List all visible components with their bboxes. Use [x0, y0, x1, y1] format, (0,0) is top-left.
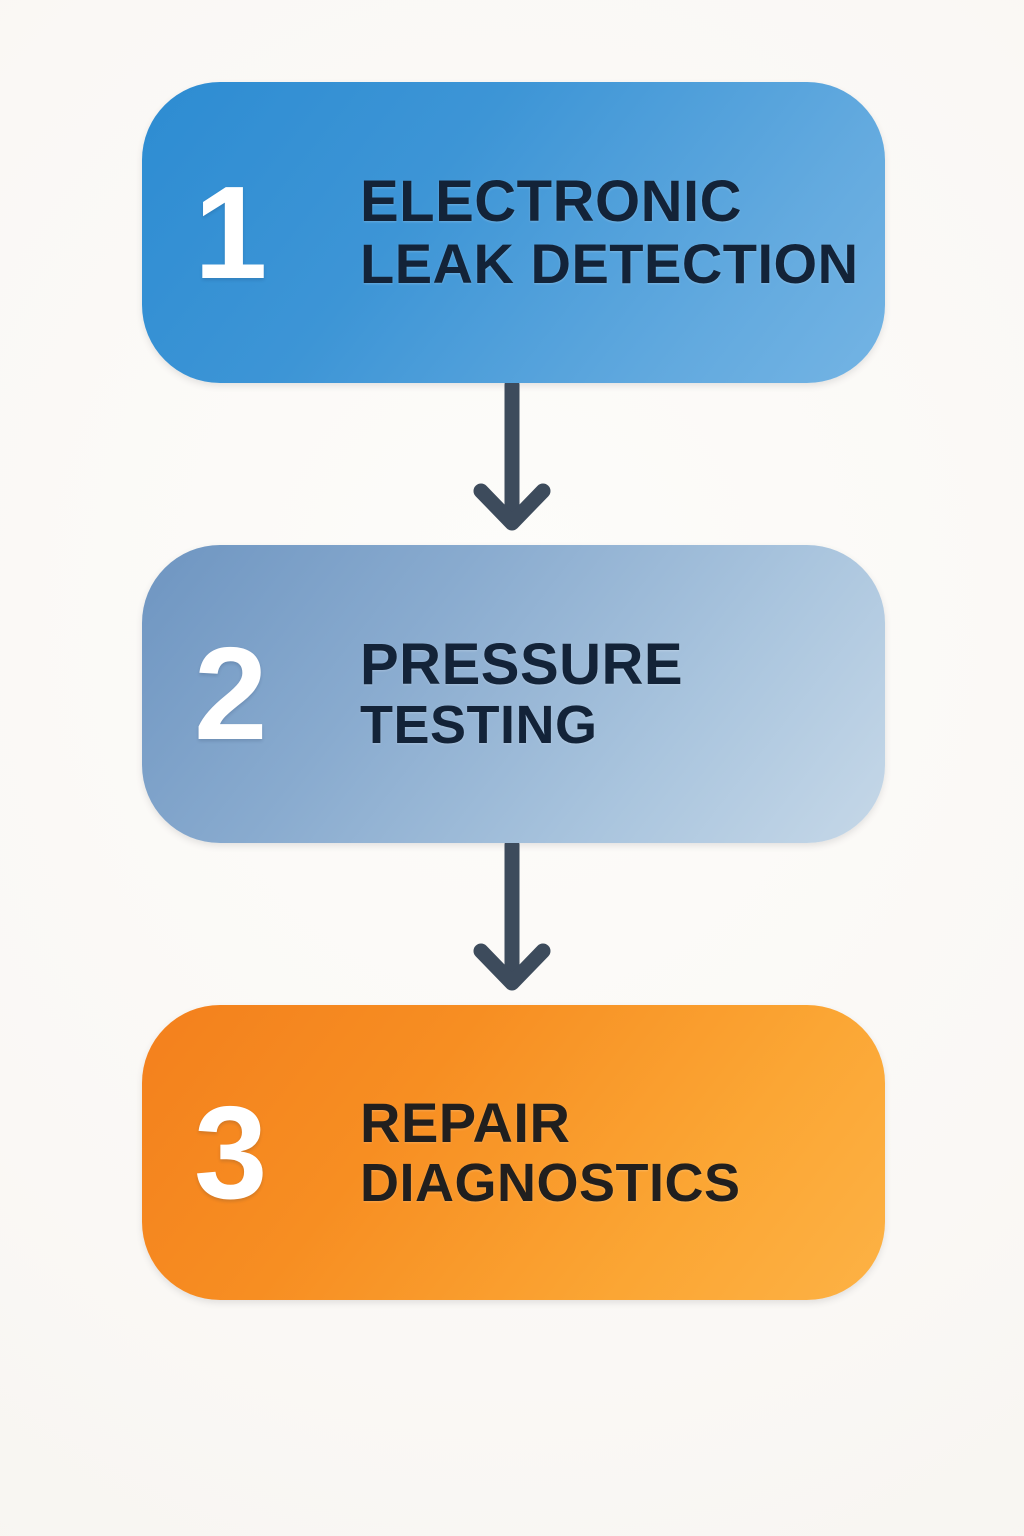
step-number-1: 1 — [194, 158, 267, 306]
step-card-1[interactable]: 1 ELECTRONIC LEAK DETECTION — [142, 82, 885, 383]
step-subtitle-line-2: TESTING — [360, 695, 598, 756]
step-label-1: ELECTRONIC LEAK DETECTION — [360, 168, 885, 295]
step-card-3[interactable]: 3 REPAIR DIAGNOSTICS — [142, 1005, 885, 1300]
arrow-down-icon-2 — [462, 843, 562, 1005]
step-number-3: 3 — [194, 1078, 267, 1226]
step-label-2: PRESSURE TESTING — [360, 631, 885, 756]
step-title-line-2: PRESSURE — [360, 631, 684, 697]
step-label-3: REPAIR DIAGNOSTICS — [360, 1091, 885, 1213]
step-title-line-1: ELECTRONIC — [360, 168, 742, 234]
step-subtitle-line-3: DIAGNOSTICS — [360, 1152, 741, 1213]
step-card-2[interactable]: 2 PRESSURE TESTING — [142, 545, 885, 843]
step-number-2: 2 — [194, 620, 267, 767]
arrow-down-icon-1 — [462, 383, 562, 545]
step-subtitle-line-1: LEAK DETECTION — [360, 231, 859, 295]
step-title-line-3: REPAIR — [360, 1091, 571, 1155]
